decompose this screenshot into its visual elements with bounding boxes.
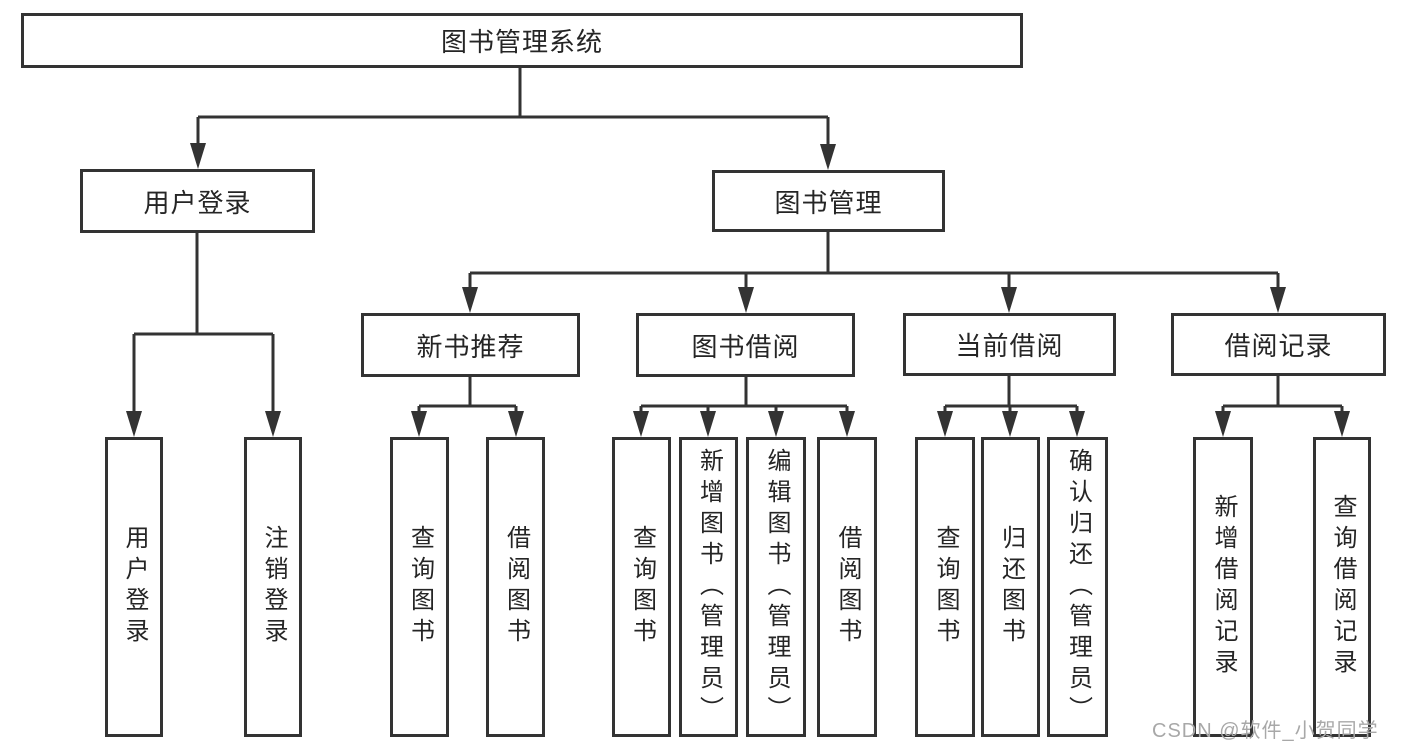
node-return-book: 归还图书 xyxy=(981,437,1040,737)
node-borrow-books-2: 借阅图书 xyxy=(817,437,877,737)
node-label: 查询图书 xyxy=(628,525,656,649)
node-logout: 注销登录 xyxy=(244,437,302,737)
node-label: 图书管理系统 xyxy=(440,27,603,57)
node-label: 注销登录 xyxy=(260,525,287,649)
node-label: 新书推荐 xyxy=(416,331,525,362)
node-add-book-admin: 新增图书（管理员） xyxy=(679,437,738,737)
node-borrow-records: 借阅记录 xyxy=(1171,313,1386,376)
node-label: 新增图书（管理员） xyxy=(695,447,723,727)
node-label: 图书借阅 xyxy=(691,331,800,362)
node-label: 借阅图书 xyxy=(834,525,861,649)
node-borrow-books-1: 借阅图书 xyxy=(486,437,545,737)
node-new-book-recommend: 新书推荐 xyxy=(361,313,580,377)
node-query-books-3: 查询图书 xyxy=(915,437,975,737)
node-query-borrow-record: 查询借阅记录 xyxy=(1313,437,1371,737)
node-query-books-2: 查询图书 xyxy=(612,437,671,737)
node-label: 用户登录 xyxy=(143,187,252,218)
node-label: 图书管理 xyxy=(774,187,883,218)
node-current-borrowing: 当前借阅 xyxy=(903,313,1116,376)
watermark: CSDN @软件_小贺同学 xyxy=(1152,720,1379,742)
node-label: 用户登录 xyxy=(121,525,148,649)
node-label: 查询图书 xyxy=(932,525,959,649)
node-label: 编辑图书（管理员） xyxy=(763,447,790,727)
node-add-borrow-record: 新增借阅记录 xyxy=(1193,437,1253,737)
node-book-borrowing: 图书借阅 xyxy=(636,313,855,377)
node-label: 确认归还（管理员） xyxy=(1064,447,1092,727)
node-user-login: 用户登录 xyxy=(80,169,315,233)
node-label: 查询借阅记录 xyxy=(1329,494,1356,680)
node-label: 借阅记录 xyxy=(1224,331,1333,361)
node-label: 当前借阅 xyxy=(955,331,1064,361)
node-query-books-1: 查询图书 xyxy=(390,437,449,737)
node-book-management: 图书管理 xyxy=(712,170,945,232)
node-library-system: 图书管理系统 xyxy=(21,13,1023,68)
node-label: 新增借阅记录 xyxy=(1210,494,1237,680)
node-label: 查询图书 xyxy=(406,525,434,649)
node-confirm-return-admin: 确认归还（管理员） xyxy=(1047,437,1108,737)
node-user-login-leaf: 用户登录 xyxy=(105,437,163,737)
node-label: 归还图书 xyxy=(997,525,1025,649)
node-label: 借阅图书 xyxy=(502,525,530,649)
node-edit-book-admin: 编辑图书（管理员） xyxy=(746,437,806,737)
